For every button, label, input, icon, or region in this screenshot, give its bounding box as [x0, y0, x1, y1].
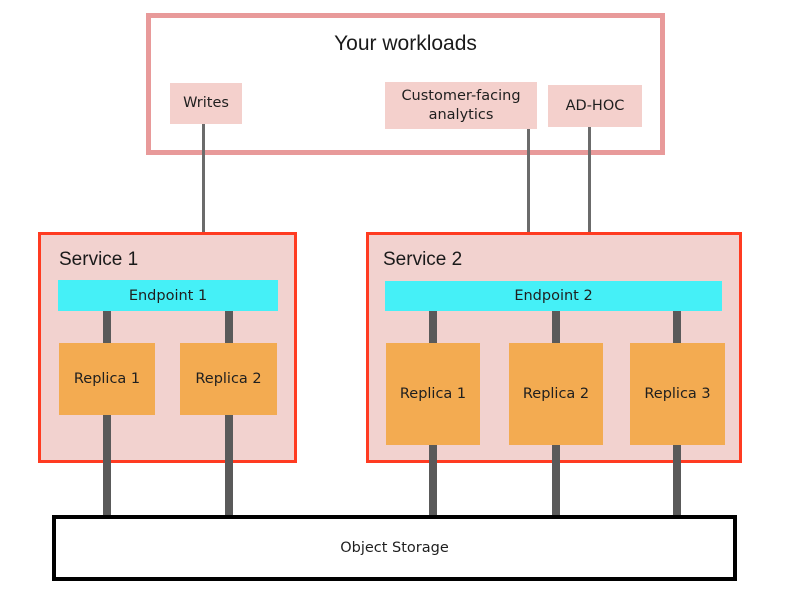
service2-replica-3-label: Replica 3	[644, 386, 711, 402]
service-title-2: Service 2	[383, 249, 463, 270]
service2-replica-2-label: Replica 2	[522, 386, 590, 402]
workload-chip-ad-hoc-label: AD-HOC	[565, 97, 625, 114]
service2-replica-1-label: Replica 1	[399, 386, 467, 402]
link-s2-replica2-to-storage	[552, 445, 560, 517]
workload-chip-writes[interactable]: Writes	[170, 83, 242, 124]
link-s1-replica1-to-storage	[103, 415, 111, 517]
workload-chip-writes-label: Writes	[183, 95, 229, 111]
link-s2-replica1-to-storage	[429, 445, 437, 517]
endpoint-2-label: Endpoint 2	[514, 288, 593, 304]
service1-replica-2[interactable]: Replica 2	[180, 343, 277, 415]
endpoint-1-label: Endpoint 1	[128, 287, 208, 304]
service2-replica-1[interactable]: Replica 1	[386, 343, 480, 445]
link-s1-replica2-to-storage	[225, 415, 233, 517]
object-storage-label: Object Storage	[340, 540, 449, 556]
link-endpoint2-to-s2-replica3	[673, 311, 681, 344]
service1-replica-1[interactable]: Replica 1	[59, 343, 155, 415]
workload-chip-customer-facing-analytics-label: Customer-facing analytics	[401, 87, 521, 123]
service2-replica-2[interactable]: Replica 2	[509, 343, 603, 445]
arrow-analytics-to-endpoint2-line	[527, 129, 530, 262]
link-endpoint1-to-s1-replica2	[225, 311, 233, 344]
link-s2-replica3-to-storage	[673, 445, 681, 517]
link-endpoint2-to-s2-replica1	[429, 311, 437, 344]
workload-chip-customer-facing-analytics[interactable]: Customer-facing analytics	[385, 82, 537, 129]
workload-chip-ad-hoc[interactable]: AD-HOC	[548, 85, 642, 127]
service-title-1: Service 1	[59, 249, 139, 270]
arrow-writes-to-endpoint1-line	[202, 124, 205, 257]
object-storage-box[interactable]: Object Storage	[52, 515, 737, 581]
service1-replica-2-label: Replica 2	[195, 371, 262, 387]
endpoint-1[interactable]: Endpoint 1	[58, 280, 278, 311]
link-endpoint1-to-s1-replica1	[103, 311, 111, 344]
service2-replica-3[interactable]: Replica 3	[630, 343, 725, 445]
workloads-title: Your workloads	[334, 32, 477, 55]
service1-replica-1-label: Replica 1	[73, 371, 141, 387]
arrow-adhoc-to-endpoint2-line	[588, 127, 591, 262]
endpoint-2[interactable]: Endpoint 2	[385, 281, 722, 311]
link-endpoint2-to-s2-replica2	[552, 311, 560, 344]
